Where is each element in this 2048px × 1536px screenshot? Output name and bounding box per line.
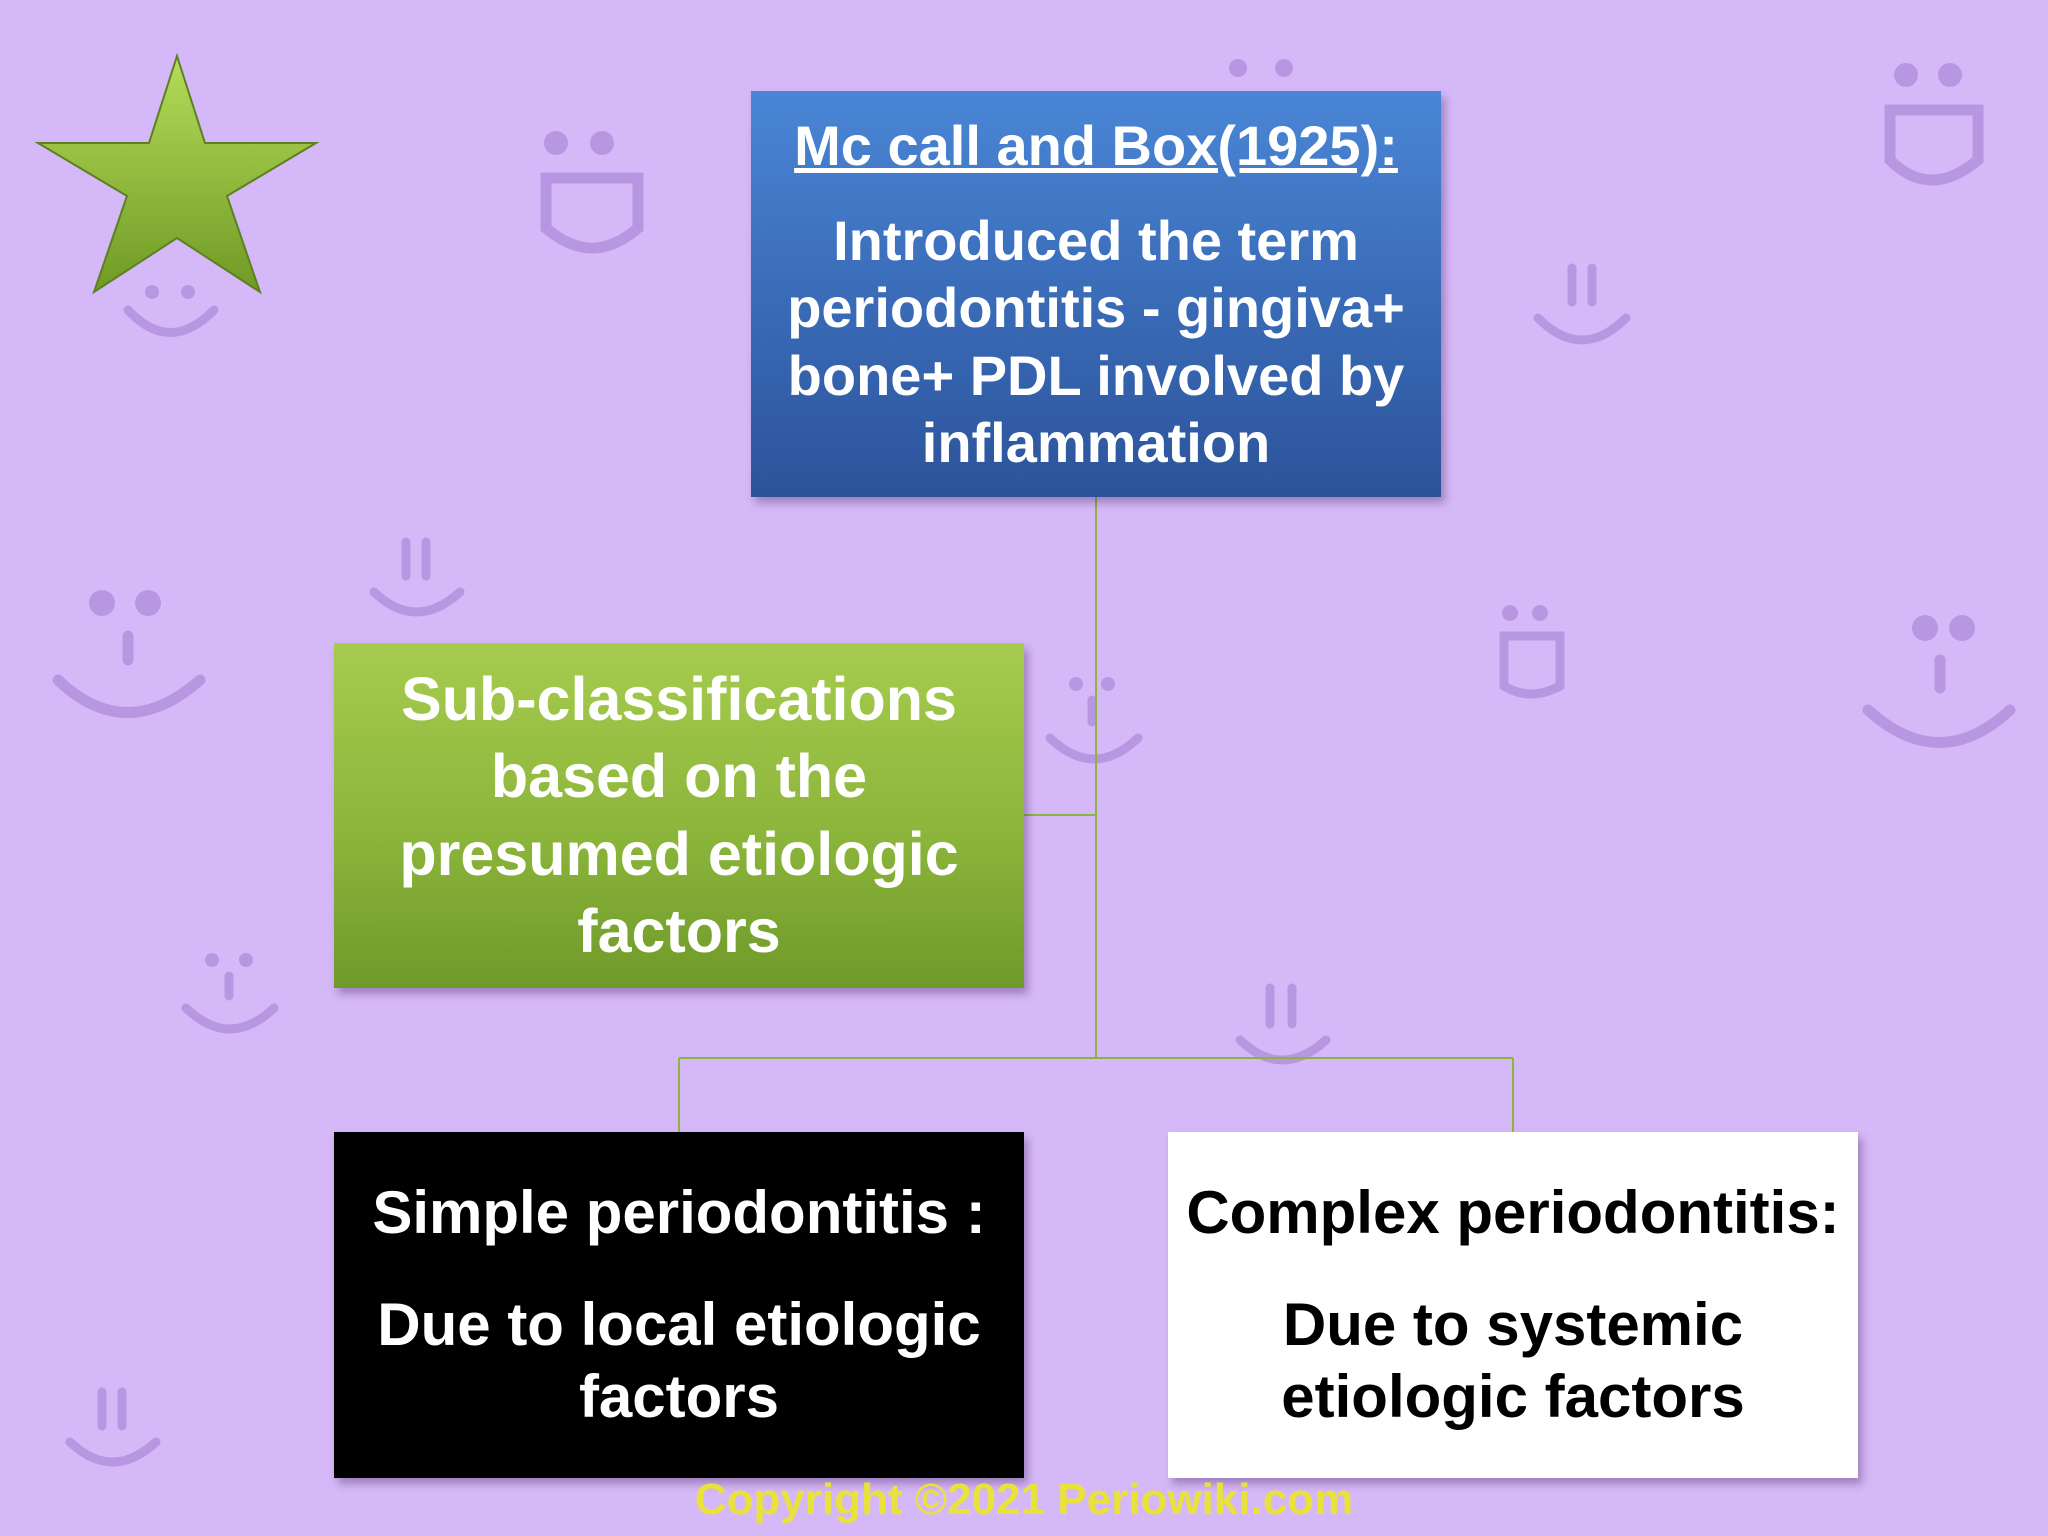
definition-heading: Mc call and Box(1925): [794,114,1398,178]
complex-periodontitis-line: Due to systemic [1282,1291,1744,1358]
definition-line: periodontitis - gingiva+ [787,276,1405,340]
subclassification-line: based on the [490,742,868,811]
complex-periodontitis-line: etiologic factors [1281,1363,1745,1430]
connector-lines [678,497,1514,1132]
subclassification-box: Sub-classifications based on the presume… [334,643,1024,988]
smiley-face-icon [540,131,644,254]
smiley-face-icon [1229,59,1293,77]
definition-line: Introduced the term [833,209,1359,273]
smiley-face-icon [1533,263,1631,345]
simple-periodontitis-line: factors [578,1363,780,1430]
smiley-face-icon [369,537,465,617]
smiley-face-icon [1884,63,1984,186]
smiley-face-icon [123,285,219,337]
smiley-face-icon [1499,605,1565,699]
smiley-face-icon [52,590,206,718]
smiley-face-icon [1045,677,1143,764]
definition-box: Mc call and Box(1925): Introduced the te… [751,91,1441,497]
simple-periodontitis-heading: Simple periodontitis : [372,1179,986,1246]
definition-line: bone+ PDL involved by [787,343,1405,407]
smiley-face-icon [1862,615,2016,748]
subclassification-line: presumed etiologic [399,819,959,888]
definition-line: inflammation [921,410,1271,474]
subclassification-line: factors [577,896,781,965]
complex-periodontitis-box: Complex periodontitis: Due to systemic e… [1168,1132,1858,1478]
smiley-face-icon [181,953,279,1034]
copyright-text: Copyright ©2021 Periowiki.com [694,1475,1354,1524]
smiley-face-icon [1235,983,1331,1065]
simple-periodontitis-line: Due to local etiologic [377,1291,981,1358]
smiley-face-icon [65,1387,161,1467]
subclassification-line: Sub-classifications [401,664,957,733]
star-icon [34,52,320,295]
simple-periodontitis-box: Simple periodontitis : Due to local etio… [334,1132,1024,1478]
complex-periodontitis-heading: Complex periodontitis: [1186,1179,1840,1246]
